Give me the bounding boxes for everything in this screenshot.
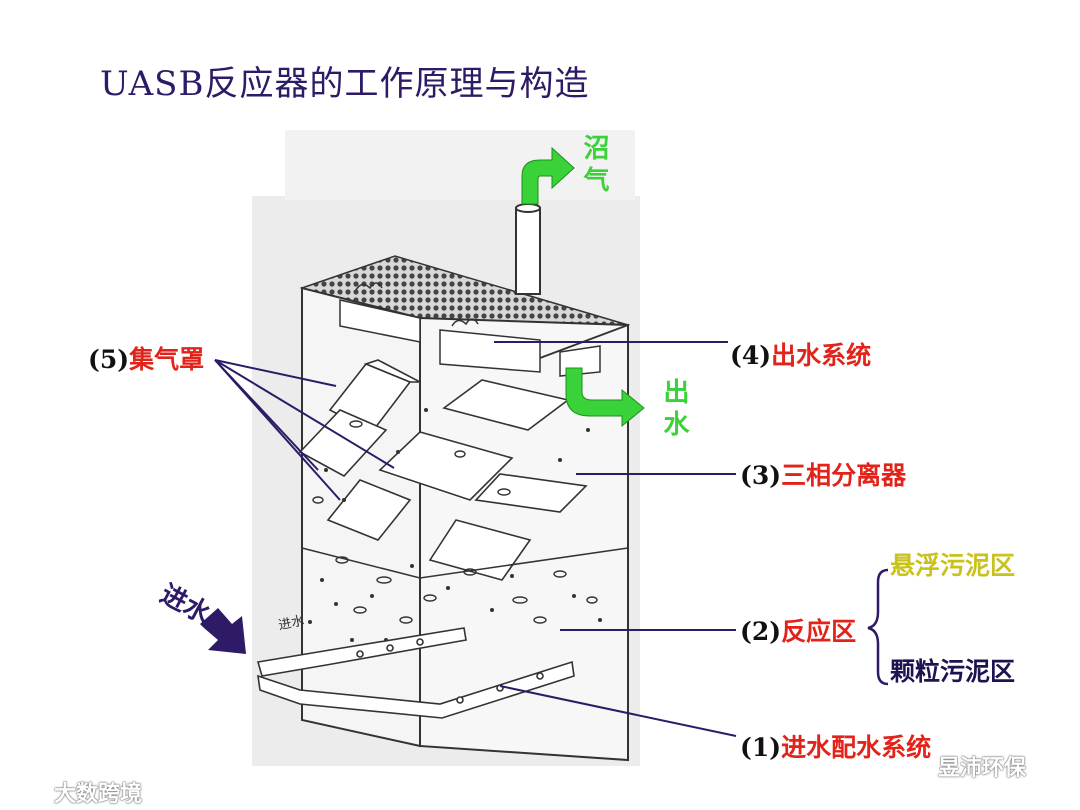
separator-number: (3) <box>740 461 782 490</box>
three-phase-separator <box>298 359 588 581</box>
sludge-particles <box>312 420 598 624</box>
leader-lines <box>214 341 737 737</box>
gas-hood-callout: (5)集气罩 <box>88 340 204 376</box>
biogas-arrow <box>521 146 575 205</box>
distribution-text: 进水配水系统 <box>781 733 932 762</box>
gas-hood-text: 集气罩 <box>129 345 205 374</box>
reaction-zone-callout: (2)反应区 <box>740 612 856 648</box>
biogas-label: 沼气 <box>579 134 609 198</box>
reaction-zone-number: (2) <box>740 617 782 646</box>
reaction-zone-text: 反应区 <box>781 617 857 646</box>
separator-callout: (3)三相分离器 <box>740 456 906 492</box>
influent-arrow <box>200 608 246 654</box>
page-title: UASB反应器的工作原理与构造 <box>100 64 590 104</box>
watermark-right: 昱沛环保 <box>938 756 1027 781</box>
distribution-pipes <box>256 627 575 719</box>
outlet-system-callout: (4)出水系统 <box>730 336 871 372</box>
gas-pipe <box>515 207 541 295</box>
effluent-arrow <box>565 367 645 428</box>
outlet-system-number: (4) <box>730 341 772 370</box>
watermark-left: 大数跨境 <box>54 782 143 807</box>
suspended-sludge-label: 悬浮污泥区 <box>890 551 1016 580</box>
separator-text: 三相分离器 <box>781 461 907 490</box>
distribution-number: (1) <box>740 733 782 762</box>
sludge-zone-brace <box>867 568 889 686</box>
effluent-label: 出水 <box>659 378 689 442</box>
distribution-callout: (1)进水配水系统 <box>740 728 931 764</box>
outlet-system-text: 出水系统 <box>771 341 872 370</box>
granular-sludge-label: 颗粒污泥区 <box>890 657 1016 686</box>
gas-hood-number: (5) <box>88 345 130 374</box>
sludge-dots <box>308 408 602 642</box>
